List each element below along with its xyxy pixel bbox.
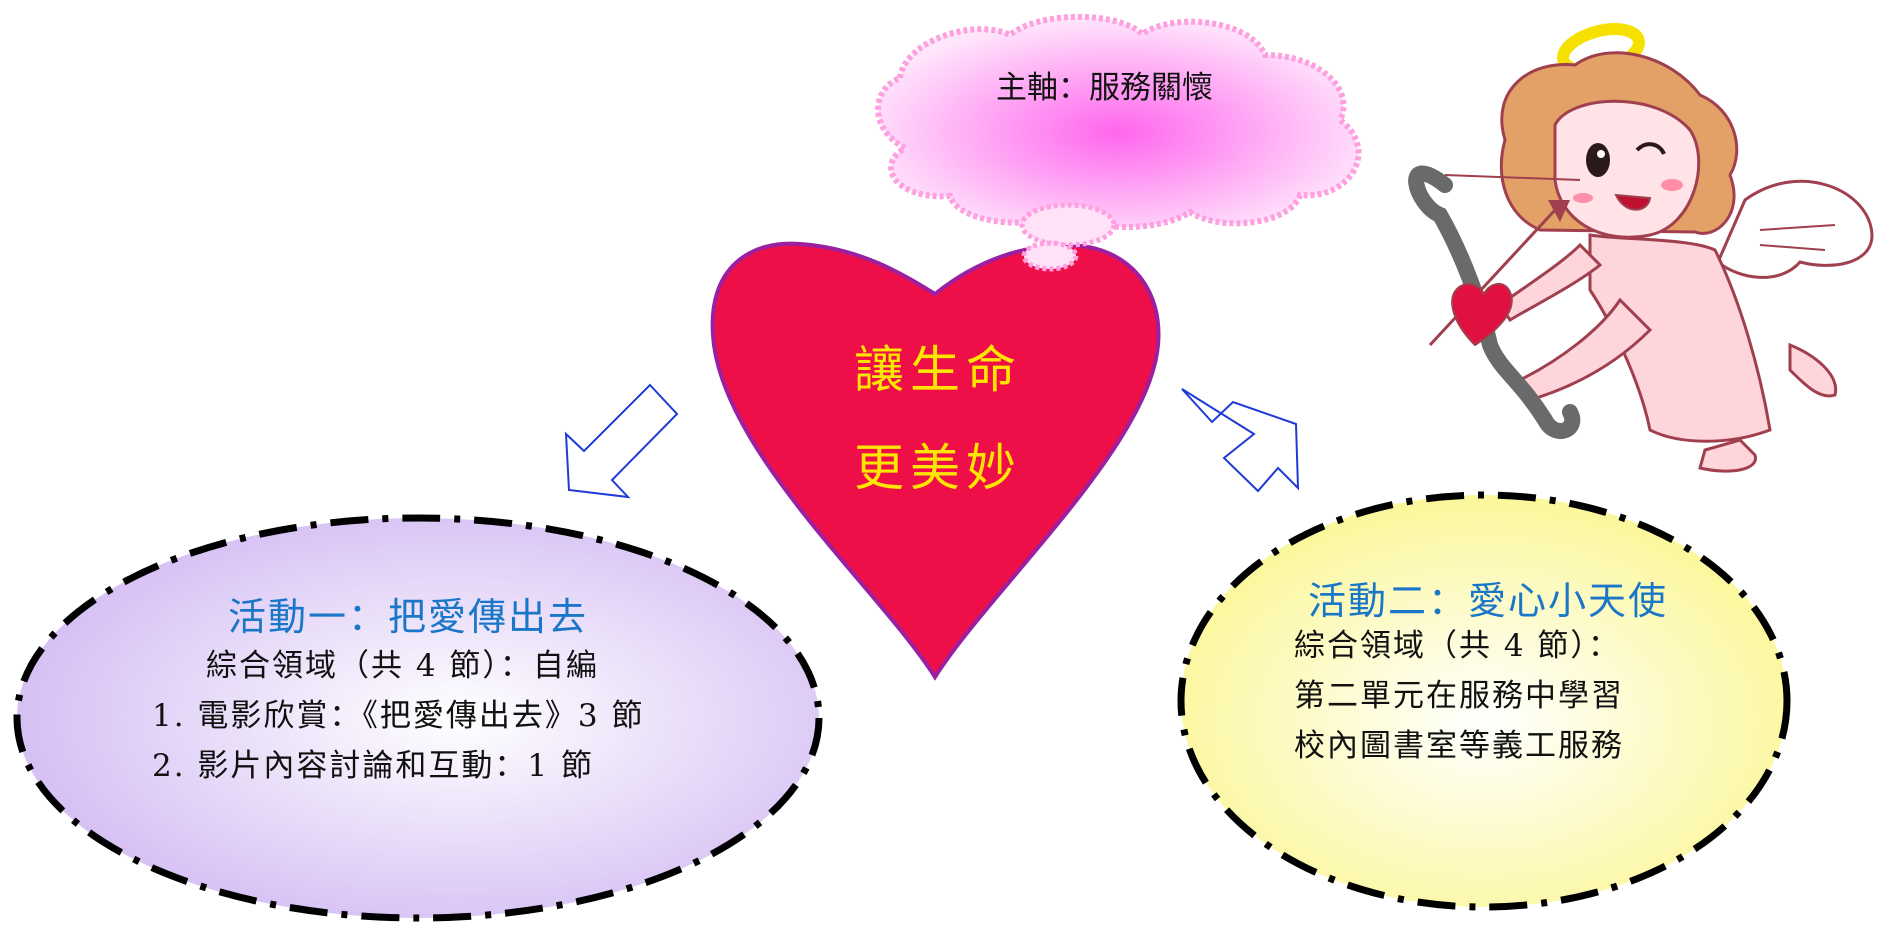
cupid-illustration xyxy=(1408,23,1874,473)
activity1-bubble xyxy=(13,514,823,922)
right-arrow xyxy=(1181,388,1300,493)
activity2-bubble xyxy=(1177,491,1791,911)
activity2-line-3: 校內圖書室等義工服務 xyxy=(1294,728,1624,764)
activity1-line-2: 1. 電影欣賞：《把愛傳出去》3 節 xyxy=(152,698,645,734)
left-arrow xyxy=(564,383,679,499)
activity1-line-1: 綜合領域（共 4 節）：自編 xyxy=(206,648,599,684)
heart-shape xyxy=(710,241,1161,681)
activity2-line-1: 綜合領域（共 4 節）： xyxy=(1294,628,1621,664)
core-title-line1: 讓生命 xyxy=(854,341,1022,399)
theme-cloud xyxy=(875,13,1362,272)
activity2-title: 活動二：愛心小天使 xyxy=(1308,579,1669,623)
activity1-line-3: 2. 影片內容討論和互動：1 節 xyxy=(152,748,595,784)
activity1-title: 活動一：把愛傳出去 xyxy=(228,595,589,639)
theme-text: 主軸：服務關懷 xyxy=(996,70,1213,106)
core-title-line2: 更美妙 xyxy=(854,439,1022,497)
activity2-line-2: 第二單元在服務中學習 xyxy=(1294,678,1624,714)
